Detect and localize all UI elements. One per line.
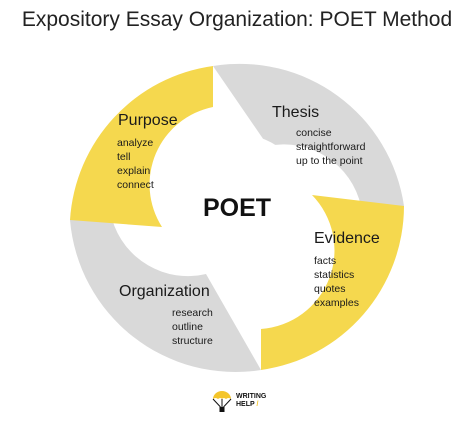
segment-item: straightforward [296,141,366,153]
segment-label-evidence: Evidence [314,230,380,247]
segment-organization [70,219,261,372]
segment-item: quotes [314,283,346,295]
segment-item: analyze [117,137,153,149]
center-label: POET [203,194,271,222]
segment-item: up to the point [296,155,363,167]
segment-thesis [213,63,404,206]
segment-item: facts [314,255,336,267]
segment-item: outline [172,321,203,333]
segment-label-thesis: Thesis [272,104,319,121]
segment-item: connect [117,179,154,191]
segment-item: explain [117,165,150,177]
logo-text: WRITING HELP / [236,393,266,409]
segment-evidence [261,195,404,370]
logo-slash: / [256,401,259,408]
logo-text-line2: HELP [236,401,255,408]
segment-label-organization: Organization [119,283,210,300]
segment-item: examples [314,297,359,309]
diagram-title: Expository Essay Organization: POET Meth… [21,8,453,31]
segment-item: structure [172,335,213,347]
segment-item: concise [296,127,332,139]
logo-text-line1: WRITING [236,393,267,400]
segment-item: tell [117,151,130,163]
parachute-icon [212,391,232,412]
center-circle [164,134,310,280]
segment-item: research [172,307,213,319]
writing-help-logo: WRITING HELP / [212,388,272,418]
segment-item: statistics [314,269,354,281]
segment-purpose [70,66,213,227]
segment-label-purpose: Purpose [118,112,178,129]
